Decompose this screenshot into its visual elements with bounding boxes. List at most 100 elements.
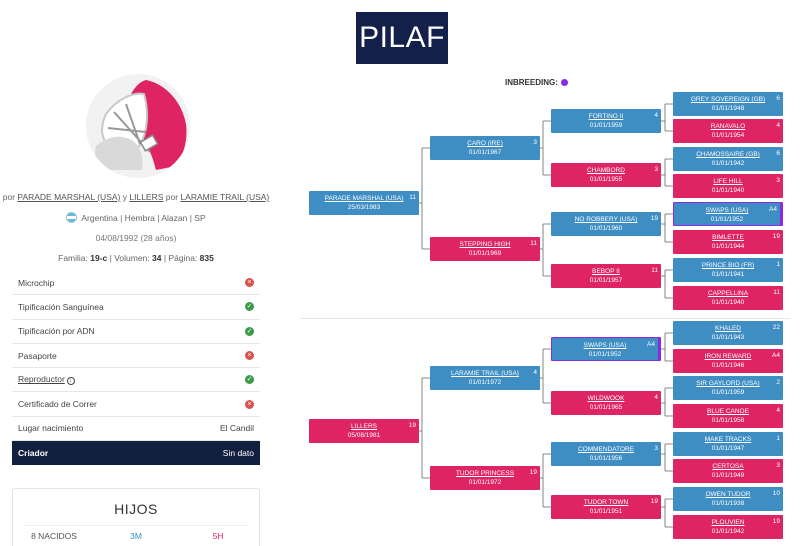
horse-name-link[interactable]: STEPPING HIGH	[459, 241, 511, 248]
dam-link[interactable]: LILLERS	[129, 192, 164, 202]
pedigree-connector	[661, 269, 673, 299]
family-number: 1	[776, 435, 780, 442]
family-number: A4	[772, 352, 780, 359]
pedigree-connector	[540, 120, 551, 176]
horse-name-link[interactable]: FORTINO II	[588, 113, 624, 120]
horse-name-link[interactable]: CAPPELLINA	[707, 290, 749, 297]
offspring-title: HIJOS	[114, 501, 158, 517]
horse-name-link[interactable]: CERTOSA	[712, 463, 744, 470]
horse-name-link[interactable]: SWAPS (USA)	[705, 207, 749, 214]
pedigree-horse-g4[interactable]: MAKE TRACKS 01/01/1947 1	[673, 432, 783, 456]
arrow-down-circle-icon[interactable]: ↓	[66, 377, 75, 386]
cross-icon: ×	[245, 399, 254, 409]
horse-name-link[interactable]: CHAMOSSAIRE (GB)	[696, 151, 760, 158]
family-number: 3	[654, 445, 658, 452]
horse-name-link[interactable]: MAKE TRACKS	[704, 436, 752, 443]
horse-birth-date: 01/01/1960	[589, 225, 623, 232]
horse-name-link[interactable]: PARADE MARSHAL (USA)	[324, 195, 404, 202]
horse-birth-date: 01/01/1938	[711, 500, 745, 507]
horse-name-link[interactable]: SWAPS (USA)	[583, 342, 627, 349]
horse-name-link[interactable]: TUDOR PRINCESS	[455, 470, 515, 477]
horse-name-link[interactable]: NO ROBBERY (USA)	[574, 216, 638, 223]
horse-birth-date: 01/01/1952	[710, 216, 744, 223]
family-number: 3	[776, 177, 780, 184]
family-number: 11	[530, 240, 537, 247]
horse-name-link[interactable]: PLOUVIEN	[711, 519, 745, 526]
sire-link[interactable]: PARADE MARSHAL (USA)	[17, 192, 121, 202]
horse-name-link[interactable]: OWEN TUDOR	[705, 491, 751, 498]
horse-birth-date: 01/01/1940	[711, 187, 745, 194]
horse-name-link[interactable]: LIFE HILL	[713, 178, 743, 185]
family-number: A4	[769, 206, 777, 213]
horse-birth-date: 01/01/1972	[468, 379, 502, 386]
horse-birth-date: 01/01/1947	[711, 445, 745, 452]
pedigree-horse-g4[interactable]: LIFE HILL 01/01/1940 3	[673, 174, 783, 198]
pedigree-horse-g4[interactable]: SWAPS (USA) 01/01/1952 A4	[673, 202, 783, 226]
offspring-males[interactable]: 3M	[130, 531, 142, 541]
horse-birth-date: 01/01/1948	[711, 105, 745, 112]
family-number: 4	[654, 112, 658, 119]
horse-name-link[interactable]: CHAMBORD	[587, 167, 625, 174]
horse-name-link[interactable]: WILDWOOK	[587, 395, 625, 402]
horse-name-link[interactable]: PRINCE BIO (FR)	[701, 262, 755, 269]
horse-name-link[interactable]: IRON REWARD	[704, 353, 752, 360]
horse-name-link[interactable]: KHALED	[714, 325, 741, 332]
horse-name-link[interactable]: SIR GAYLORD (USA)	[696, 380, 760, 387]
pedigree-connector	[419, 147, 430, 250]
family-number: 19	[772, 233, 780, 240]
damsire-link[interactable]: LARAMIE TRAIL (USA)	[180, 192, 270, 202]
horse-birth-date: 25/03/1983	[347, 204, 381, 211]
reproductor-link[interactable]: Reproductor	[18, 374, 65, 385]
horse-birth-date: 01/01/1965	[589, 404, 623, 411]
horse-name-link[interactable]: TUDOR TOWN	[583, 499, 629, 506]
horse-name-link[interactable]: GREY SOVEREIGN (GB)	[690, 96, 766, 103]
horse-name-link[interactable]: LARAMIE TRAIL (USA)	[451, 370, 519, 377]
horse-name-link[interactable]: BIMLETTE	[712, 234, 744, 241]
family-number: 3	[533, 139, 537, 146]
birth-date: 04/08/1992 (28 años)	[95, 233, 177, 243]
family-number: 4	[776, 122, 780, 129]
detail-row-reproductor[interactable]: Reproductor↓ ✓	[12, 368, 260, 393]
family-number: 6	[776, 150, 780, 157]
horse-birth-date: 01/01/1952	[588, 351, 622, 358]
horse-name-link[interactable]: CARO (IRE)	[467, 140, 503, 147]
offspring-females[interactable]: 5H	[212, 531, 224, 541]
horse-name-link[interactable]: RANAVALO	[710, 123, 746, 130]
horse-name-link[interactable]: BLUE CANOE	[707, 408, 749, 415]
horse-name-link[interactable]: LILLERS	[350, 423, 378, 430]
horse-name-link[interactable]: COMMENDATORE	[577, 446, 635, 453]
horse-name-link[interactable]: BEBOP II	[592, 268, 620, 275]
site-logo[interactable]: PILAF	[356, 12, 448, 64]
horse-birth-date: 01/01/1949	[711, 472, 745, 479]
horse-birth-date: 01/01/1942	[711, 528, 745, 535]
pedigree-connector	[540, 453, 551, 508]
